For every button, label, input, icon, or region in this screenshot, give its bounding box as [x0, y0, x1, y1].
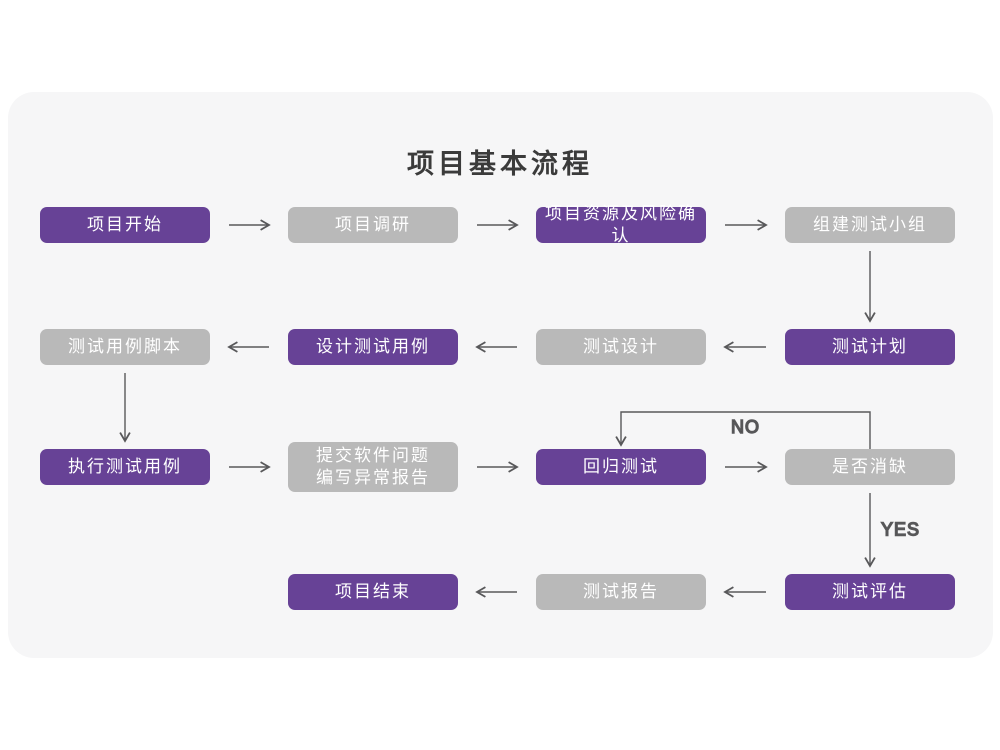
flow-node-design-test-case: 设计测试用例	[288, 329, 458, 365]
flow-node-label: 项目开始	[87, 214, 163, 234]
flow-node-test-plan: 测试计划	[785, 329, 955, 365]
flow-node-test-report: 测试报告	[536, 574, 706, 610]
flow-node-label: 提交软件问题 编写异常报告	[316, 445, 430, 487]
flow-node-execute-test-case: 执行测试用例	[40, 449, 210, 485]
flow-node-defect-resolved: 是否消缺	[785, 449, 955, 485]
flow-node-project-end: 项目结束	[288, 574, 458, 610]
flow-node-project-research: 项目调研	[288, 207, 458, 243]
flow-node-label: 设计测试用例	[316, 336, 430, 356]
flow-node-label: 回归测试	[583, 456, 659, 476]
flow-node-label: 测试评估	[832, 581, 908, 601]
flow-node-label: 测试计划	[832, 336, 908, 356]
flow-node-label: 项目调研	[335, 214, 411, 234]
flow-node-submit-issue-write-report: 提交软件问题 编写异常报告	[288, 442, 458, 492]
flow-node-label: 测试报告	[583, 581, 659, 601]
flow-node-label: 项目资源及风险确认	[545, 203, 697, 245]
flow-node-test-evaluation: 测试评估	[785, 574, 955, 610]
flowchart-card	[8, 92, 993, 658]
flow-node-build-test-team: 组建测试小组	[785, 207, 955, 243]
flow-node-label: 测试用例脚本	[68, 336, 182, 356]
flow-node-label: 组建测试小组	[813, 214, 927, 234]
flow-node-regression-test: 回归测试	[536, 449, 706, 485]
flow-node-project-start: 项目开始	[40, 207, 210, 243]
flow-node-test-design: 测试设计	[536, 329, 706, 365]
flow-node-label: 执行测试用例	[68, 456, 182, 476]
flow-node-test-case-script: 测试用例脚本	[40, 329, 210, 365]
flow-node-label: 项目结束	[335, 581, 411, 601]
flow-node-project-resources-risk: 项目资源及风险确认	[536, 204, 706, 245]
flow-node-label: 测试设计	[583, 336, 659, 356]
flow-node-label: 是否消缺	[832, 456, 908, 476]
diagram-title: 项目基本流程	[407, 149, 593, 179]
